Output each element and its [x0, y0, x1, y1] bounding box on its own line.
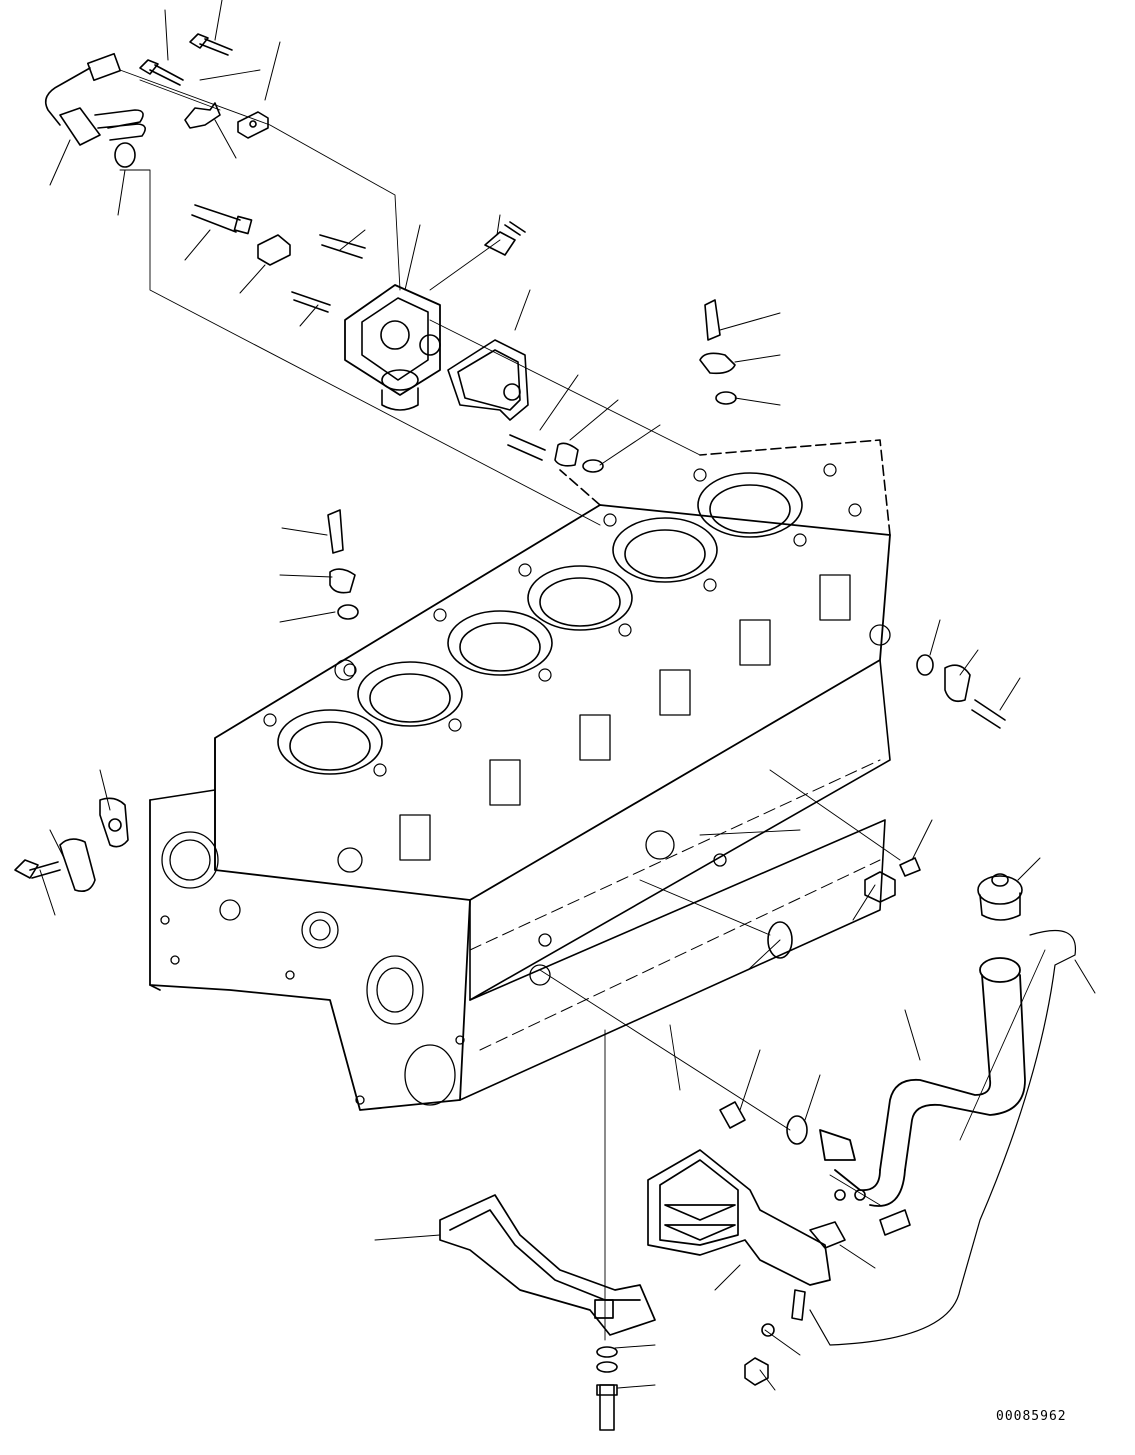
temperature-sensor-harness: [46, 54, 145, 167]
oil-filler-cap: [978, 874, 1022, 920]
cylinder-block: [150, 440, 890, 1110]
dipstick-cable: [810, 931, 1075, 1346]
oil-filler-tube: [820, 958, 1025, 1206]
gasket-hardware: [508, 435, 603, 472]
right-cover-plate: [917, 655, 1005, 728]
front-gear-case: [161, 832, 464, 1105]
oil-pan-bracket: [440, 1195, 655, 1335]
water-outlet-parts: [700, 300, 736, 404]
pan-fasteners: [597, 1290, 805, 1430]
engine-support-bracket: [648, 1150, 830, 1285]
left-plug-parts: [328, 510, 358, 619]
block-side-openings: [400, 575, 890, 985]
temperature-switch: [485, 222, 525, 255]
harness-clamp: [185, 103, 268, 138]
leader-lines: [120, 70, 1045, 1340]
front-cover-plate: [15, 798, 128, 891]
tube-hardware: [720, 1102, 910, 1248]
thermostat-housing: [345, 285, 440, 410]
callout-leaders: [40, 0, 1095, 1390]
cylinder-bores: [278, 473, 802, 774]
thermostat-bolts: [192, 205, 365, 312]
thermostat-gasket: [448, 340, 528, 420]
head-bolt-holes: [264, 464, 861, 776]
oil-pressure-sensor: [768, 858, 920, 958]
top-bolts: [140, 34, 232, 85]
drawing-code: 00085962: [996, 1409, 1067, 1424]
